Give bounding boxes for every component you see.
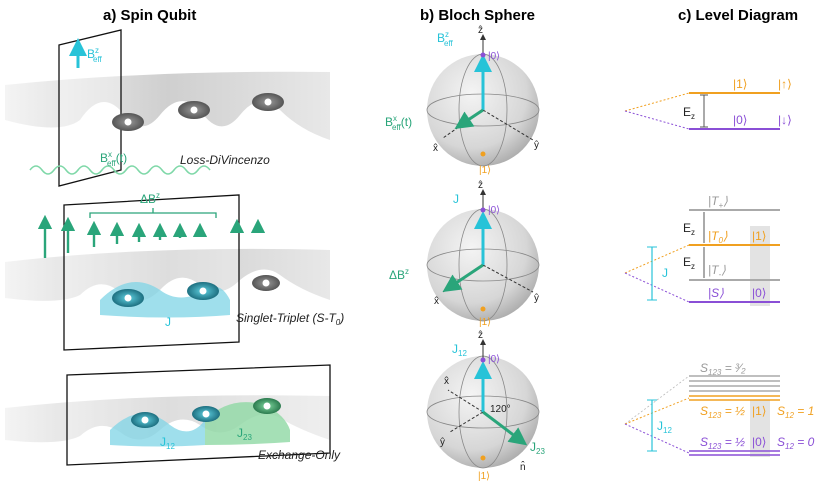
tminus-label: |T-⟩ bbox=[708, 263, 726, 279]
j-label: J bbox=[453, 192, 459, 206]
s12-0-label: S12 = 0 bbox=[777, 435, 815, 451]
j23-vector bbox=[482, 410, 528, 446]
ket1-label: |1⟩ bbox=[479, 165, 491, 176]
ket1-label: |1⟩ bbox=[752, 229, 766, 243]
ket0-label: |0⟩ bbox=[752, 435, 766, 449]
j23-label: J23 bbox=[237, 426, 252, 442]
y-axis-label: ŷ bbox=[440, 437, 445, 448]
singlet-triplet-label: Singlet-Triplet (S-T0) bbox=[236, 311, 344, 327]
s12-half-label-1: S123 = ½ bbox=[700, 404, 745, 420]
spin-electron bbox=[202, 410, 210, 418]
level-diagram-3: J12 S123 = ³⁄₂ S123 = ½ S123 = ½ |1⟩ |0⟩… bbox=[624, 361, 815, 457]
tplus-label: |T+⟩ bbox=[708, 194, 728, 210]
angle-label: 120° bbox=[490, 404, 511, 415]
state-1-marker bbox=[480, 306, 486, 312]
spin-electron bbox=[263, 402, 271, 410]
potential-landscape bbox=[5, 248, 330, 301]
z-axis-label: ẑ bbox=[478, 330, 483, 341]
field-plane bbox=[58, 29, 122, 187]
j12-label: J12 bbox=[160, 435, 175, 451]
s12-1-label: S12 = 1 bbox=[777, 404, 814, 420]
ket0-label: |0⟩ bbox=[488, 354, 500, 365]
spin-up-label: |↑⟩ bbox=[778, 77, 792, 91]
y-axis-label: ŷ bbox=[534, 140, 539, 151]
qubit-subspace-shade bbox=[750, 400, 770, 457]
state-1-marker bbox=[480, 151, 486, 157]
field-plane bbox=[63, 194, 240, 351]
spin-electron bbox=[262, 279, 270, 287]
delta-bz-label: ΔBz bbox=[389, 267, 409, 282]
drive-wave bbox=[29, 165, 211, 175]
ket0-label: |0⟩ bbox=[733, 113, 747, 127]
potential-landscape bbox=[5, 71, 330, 140]
bloch-sphere-2: ẑ x̂ ŷ |0⟩ |1⟩ J ΔBz bbox=[389, 180, 540, 328]
z-axis-label: ẑ bbox=[478, 25, 483, 36]
state-0-marker bbox=[480, 207, 486, 213]
singlet-triplet-diagram: ΔBz J Singlet-Triplet (S-T0) bbox=[5, 191, 344, 351]
delta-bz-label: ΔBz bbox=[140, 191, 160, 206]
n-axis-label: n̂ bbox=[520, 459, 526, 473]
gradient-vector bbox=[442, 263, 484, 292]
spin-electron bbox=[190, 106, 198, 114]
panel-b-title: b) Bloch Sphere bbox=[420, 7, 535, 24]
spin-electron bbox=[141, 416, 149, 424]
spin-electron bbox=[264, 98, 272, 106]
spin-electron bbox=[199, 287, 207, 295]
j23-label: J23 bbox=[530, 440, 545, 456]
panel-c-title: c) Level Diagram bbox=[678, 7, 798, 24]
spin-down-label: |↓⟩ bbox=[778, 113, 792, 127]
s12-half-label-0: S123 = ½ bbox=[700, 435, 745, 451]
spin-electron bbox=[124, 118, 132, 126]
state-0-marker bbox=[480, 357, 486, 363]
s32-label: S123 = ³⁄₂ bbox=[700, 361, 746, 377]
z-axis-label: ẑ bbox=[478, 180, 483, 191]
x-axis-label: x̂ bbox=[433, 142, 438, 154]
panel-a-title: a) Spin Qubit bbox=[103, 7, 196, 24]
state-1-marker bbox=[480, 455, 486, 461]
ket0-label: |0⟩ bbox=[752, 286, 766, 300]
gradient-field-arrows bbox=[37, 214, 266, 258]
ket1-label: |1⟩ bbox=[478, 471, 490, 482]
singlet-label: |S⟩ bbox=[708, 286, 724, 300]
spin-electron bbox=[124, 294, 132, 302]
ket0-label: |0⟩ bbox=[488, 51, 500, 62]
s32-quadruplet bbox=[689, 375, 780, 392]
ez-label: Ez bbox=[683, 221, 695, 237]
drive-vector bbox=[454, 108, 484, 129]
ket1-label: |1⟩ bbox=[733, 77, 747, 91]
loss-divincenzo-label: Loss-DiVincenzo bbox=[180, 153, 270, 167]
ket1-label: |1⟩ bbox=[479, 317, 491, 328]
ez-label: Ez bbox=[683, 255, 695, 271]
level-diagram-1: Ez |1⟩ |↑⟩ |0⟩ |↓⟩ bbox=[624, 77, 792, 130]
exchange-j-label: J bbox=[165, 315, 171, 329]
level-diagram-2: J Ez Ez |T+⟩ |T0⟩ |T-⟩ |S⟩ |1⟩ |0⟩ bbox=[624, 194, 780, 306]
exchange-only-label: Exchange-Only bbox=[258, 448, 341, 462]
t0-label: |T0⟩ bbox=[708, 229, 728, 245]
ket1-label: |1⟩ bbox=[752, 404, 766, 418]
j12-label: J12 bbox=[452, 342, 467, 358]
y-axis-label: ŷ bbox=[534, 293, 539, 304]
ket0-label: |0⟩ bbox=[488, 205, 500, 216]
x-axis-label: x̂ bbox=[444, 375, 449, 387]
ez-label: Ez bbox=[683, 105, 695, 121]
exchange-only-diagram: J12 J23 Exchange-Only bbox=[5, 364, 341, 466]
bloch-sphere-3: ẑ x̂ ŷ n̂ |0⟩ |1⟩ 120° J12 J23 bbox=[426, 330, 545, 482]
x-axis-label: x̂ bbox=[434, 295, 439, 307]
j12-label: J12 bbox=[657, 419, 672, 435]
state-0-marker bbox=[480, 52, 486, 58]
j-label: J bbox=[662, 266, 668, 280]
